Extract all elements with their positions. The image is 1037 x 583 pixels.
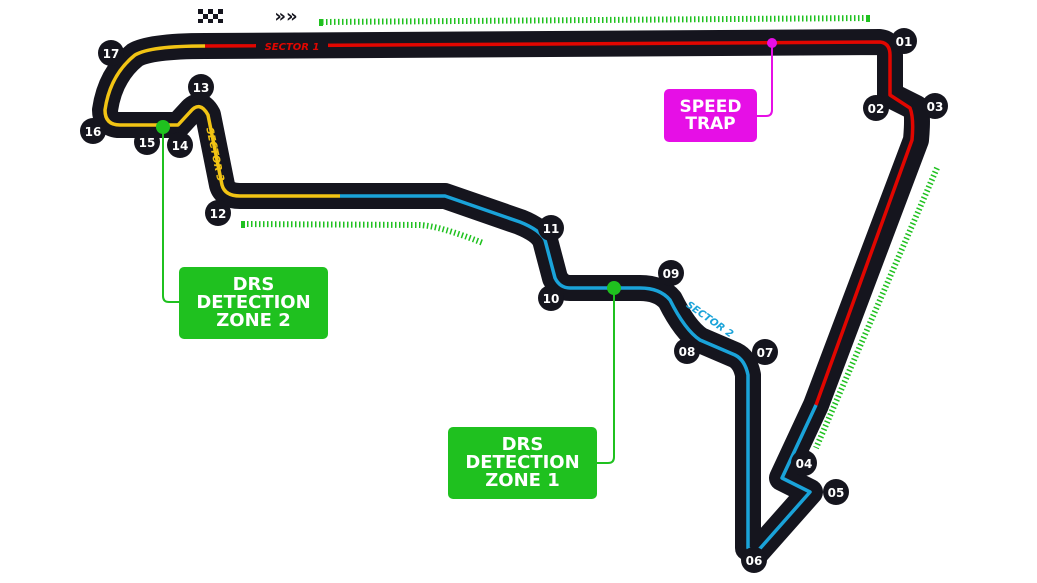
turn-marker-circle	[863, 95, 889, 121]
drs-zone-1-line-3: ZONE 1	[485, 470, 560, 491]
turn-marker-17: 17	[98, 40, 124, 66]
turn-marker-circle	[538, 285, 564, 311]
turn-number: 10	[543, 292, 560, 306]
turn-number: 12	[210, 207, 227, 221]
drs-zone-2-line-2: DETECTION	[196, 292, 311, 313]
turn-marker-14: 14	[167, 132, 193, 158]
drs-zone-back-straight	[242, 221, 485, 246]
svg-text:SECTOR 1: SECTOR 1	[265, 42, 320, 53]
drs-detection-2-leader	[162, 127, 180, 303]
turn-marker-04: 04	[791, 450, 817, 476]
turn-marker-circle	[205, 200, 231, 226]
turn-number: 03	[927, 100, 944, 114]
speed-trap-callout: SPEED TRAP	[664, 89, 757, 142]
turn-number: 09	[663, 267, 680, 281]
turn-marker-09: 09	[658, 260, 684, 286]
turn-marker-circle	[98, 40, 124, 66]
turn-number: 04	[796, 457, 813, 471]
drs-zone-turn4-straight	[813, 166, 940, 450]
drs-detection-1-leader	[597, 288, 615, 464]
sector-1-label: SECTOR 1	[256, 40, 328, 53]
drs-zone-2-line-3: ZONE 2	[216, 310, 291, 331]
turn-marker-06: 06	[741, 547, 767, 573]
turn-marker-circle	[891, 28, 917, 54]
turn-marker-circle	[674, 338, 700, 364]
turn-number: 05	[828, 486, 845, 500]
drs-detection-zone-1-callout: DRS DETECTION ZONE 1	[448, 427, 597, 499]
drs-zones	[241, 15, 940, 450]
turn-marker-13: 13	[188, 74, 214, 100]
turn-marker-01: 01	[891, 28, 917, 54]
turn-marker-15: 15	[134, 129, 160, 155]
turn-marker-16: 16	[80, 118, 106, 144]
turn-number: 17	[103, 47, 120, 61]
speed-trap-line-2: TRAP	[685, 113, 736, 134]
drs-zone-main-straight	[321, 15, 871, 25]
turn-marker-11: 11	[538, 215, 564, 241]
turn-number: 08	[679, 345, 696, 359]
turn-marker-circle	[791, 450, 817, 476]
turn-number: 14	[172, 139, 189, 153]
sector-1-line	[204, 40, 915, 406]
turn-marker-circle	[134, 129, 160, 155]
drs-detection-2-marker	[156, 120, 170, 134]
sector-3-line	[103, 44, 340, 198]
checkered-flag-icon	[198, 9, 224, 23]
turn-marker-10: 10	[538, 285, 564, 311]
turn-number: 16	[85, 125, 102, 139]
drs-zone-1-line-1: DRS	[501, 434, 544, 455]
speed-trap-leader	[755, 43, 773, 117]
turn-marker-circle	[188, 74, 214, 100]
drs-zone-2-line-1: DRS	[232, 274, 275, 295]
drs-detection-1-marker	[607, 281, 621, 295]
turn-marker-circle	[752, 339, 778, 365]
turn-marker-circle	[167, 132, 193, 158]
turn-number: 13	[193, 81, 210, 95]
drs-zone-1-line-2: DETECTION	[465, 452, 580, 473]
drs-detection-zone-2-callout: DRS DETECTION ZONE 2	[179, 267, 328, 339]
turn-marker-07: 07	[752, 339, 778, 365]
turn-marker-05: 05	[823, 479, 849, 505]
turn-marker-02: 02	[863, 95, 889, 121]
turn-number: 15	[139, 136, 156, 150]
turn-marker-circle	[538, 215, 564, 241]
turn-number: 11	[543, 222, 560, 236]
direction-chevrons-icon: »»	[274, 6, 297, 27]
turn-number: 07	[757, 346, 774, 360]
speed-trap-marker	[767, 38, 777, 48]
turn-number: 01	[896, 35, 913, 49]
turn-marker-circle	[658, 260, 684, 286]
speed-trap-line-1: SPEED	[679, 96, 742, 117]
turn-marker-12: 12	[205, 200, 231, 226]
turn-markers: 01 02 03 04 05 06 07 08 09 10 11 12 13 14 15 16 17	[80, 28, 948, 573]
turn-marker-03: 03	[922, 93, 948, 119]
turn-marker-circle	[922, 93, 948, 119]
turn-marker-08: 08	[674, 338, 700, 364]
turn-marker-circle	[741, 547, 767, 573]
turn-number: 02	[868, 102, 885, 116]
turn-number: 06	[746, 554, 763, 568]
turn-marker-circle	[80, 118, 106, 144]
turn-marker-circle	[823, 479, 849, 505]
